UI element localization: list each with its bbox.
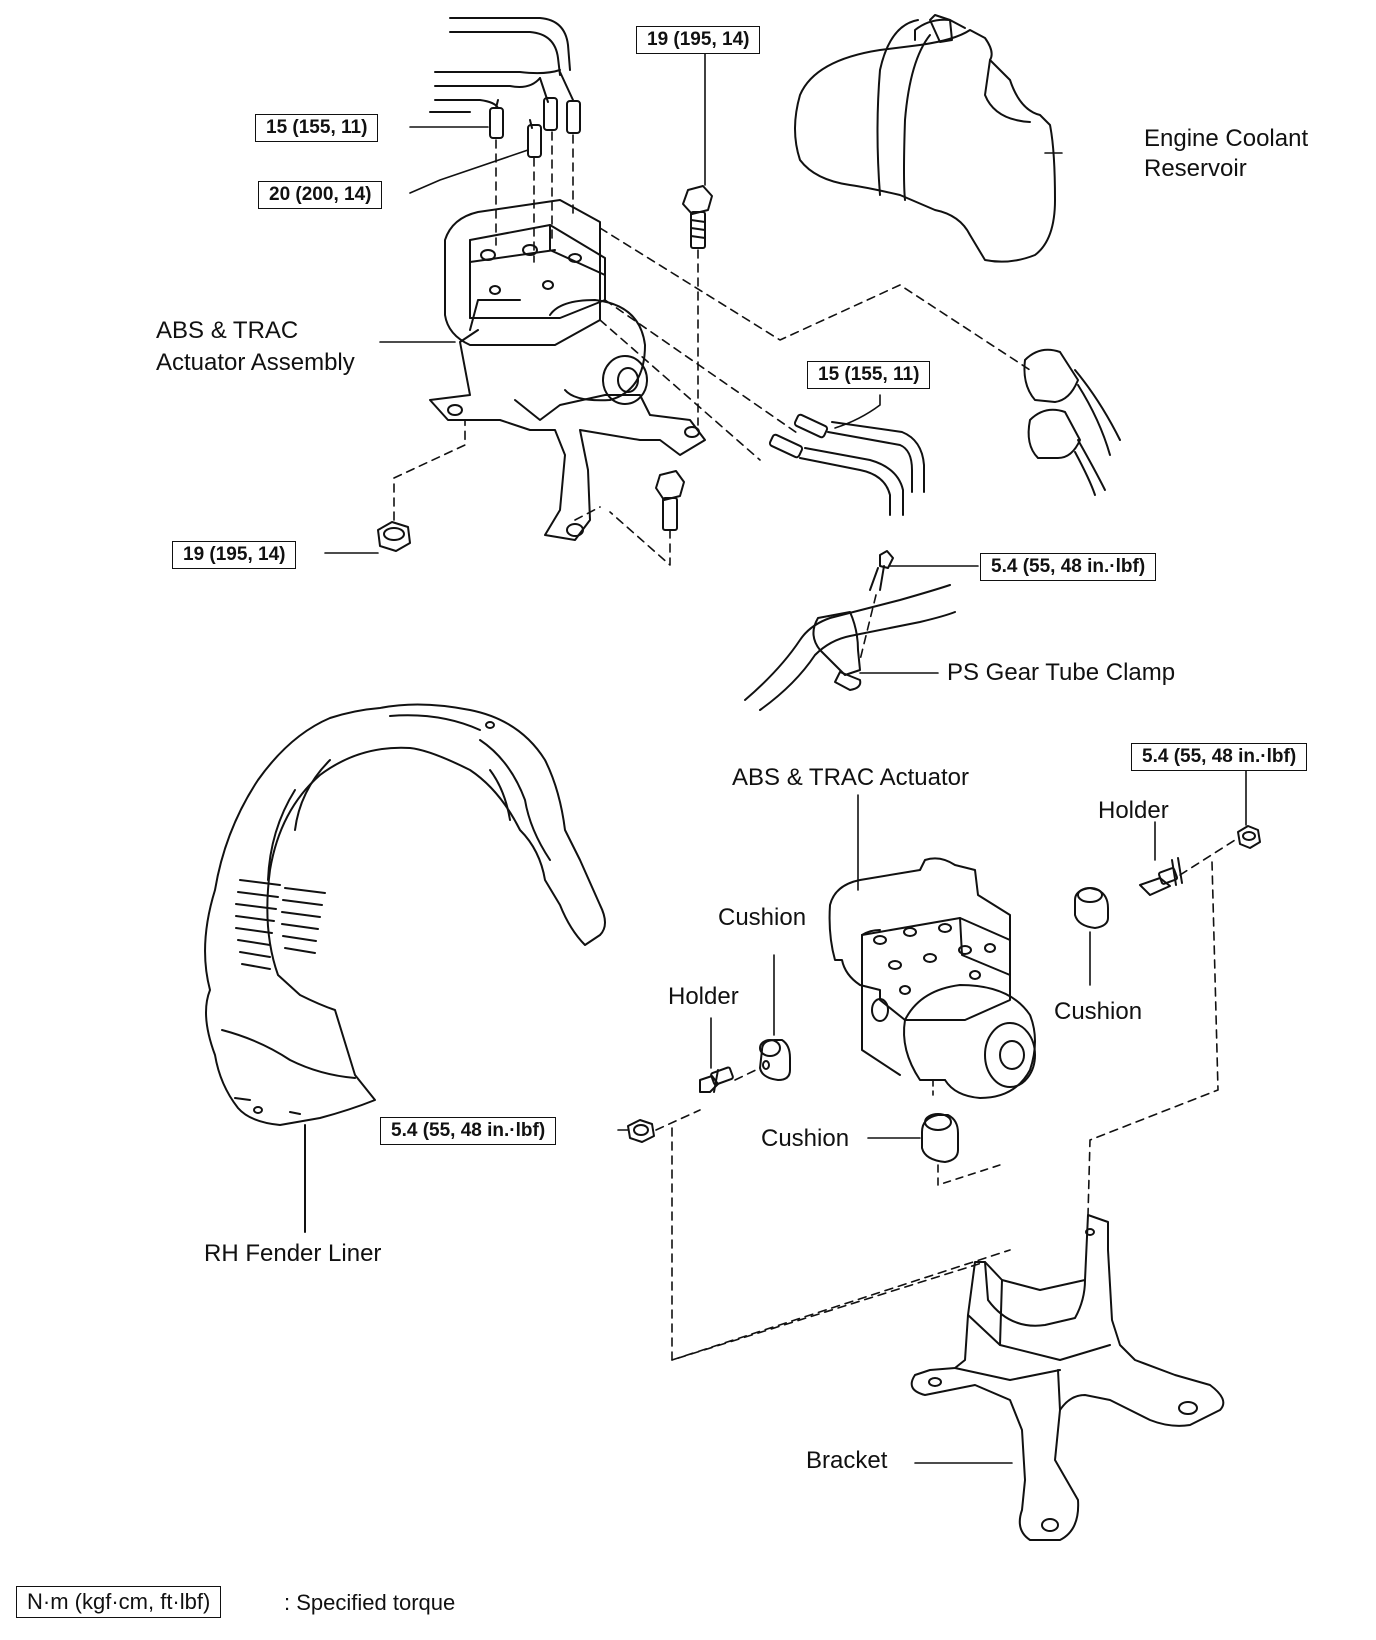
label-holder-right: Holder — [1098, 797, 1169, 824]
cushion-bottom-drawing — [921, 1113, 1001, 1186]
abs-trac-actuator-assembly-drawing — [429, 199, 706, 541]
ps-gear-tube-clamp-drawing — [744, 550, 956, 711]
torque-label-clamp-bolt: 5.4 (55, 48 in.·lbf) — [980, 553, 1157, 581]
torque-label-bolt-top: 19 (195, 14) — [636, 26, 761, 54]
flare-nuts-top — [489, 97, 581, 158]
label-abs-trac-actuator-assembly-line2: Actuator Assembly — [156, 349, 355, 376]
label-rh-fender-liner: RH Fender Liner — [204, 1240, 382, 1267]
label-holder-left: Holder — [668, 983, 739, 1010]
torque-label-flare-nut-1: 15 (155, 11) — [255, 114, 379, 142]
bolt-lower — [655, 470, 685, 531]
cushion-right-drawing — [1074, 887, 1109, 929]
brake-tubes-top — [429, 17, 574, 129]
rh-fender-liner-drawing — [204, 703, 606, 1233]
nut-left — [377, 521, 411, 552]
holder-right-drawing — [1139, 857, 1183, 896]
label-cushion-right: Cushion — [1054, 998, 1143, 1025]
brake-tubes-right — [768, 413, 925, 516]
bracket-drawing — [910, 1214, 1225, 1541]
wire-connectors — [1023, 348, 1121, 496]
torque-label-flare-nut-2: 20 (200, 14) — [258, 181, 383, 209]
torque-label-nut-left: 19 (195, 14) — [172, 541, 297, 569]
nut-right-drawing — [1237, 825, 1261, 849]
label-engine-coolant-reservoir-line2: Reservoir — [1144, 155, 1247, 182]
cushion-top-drawing — [759, 1039, 791, 1081]
label-abs-trac-actuator: ABS & TRAC Actuator — [732, 764, 969, 791]
leader-lines — [324, 49, 1247, 1464]
abs-trac-actuator-drawing — [828, 857, 1036, 1099]
torque-label-flare-nut-right: 15 (155, 11) — [807, 361, 931, 389]
holder-left-drawing — [699, 1066, 734, 1093]
engine-coolant-reservoir-drawing — [794, 14, 1056, 263]
label-cushion-top: Cushion — [718, 904, 807, 931]
label-bracket: Bracket — [806, 1447, 888, 1474]
label-cushion-bottom: Cushion — [761, 1125, 850, 1152]
label-abs-trac-actuator-assembly-line1: ABS & TRAC — [156, 317, 299, 344]
nut-lower-left-drawing — [627, 1119, 655, 1143]
label-ps-gear-tube-clamp: PS Gear Tube Clamp — [947, 659, 1176, 686]
label-engine-coolant-reservoir-line1: Engine Coolant — [1144, 125, 1309, 152]
legend-unit-box: N·m (kgf·cm, ft·lbf) — [16, 1586, 222, 1618]
legend-description: : Specified torque — [284, 1590, 456, 1615]
torque-label-nut-lower-left: 5.4 (55, 48 in.·lbf) — [380, 1117, 557, 1145]
bolt-top-center — [682, 185, 713, 249]
torque-label-nut-right: 5.4 (55, 48 in.·lbf) — [1131, 743, 1308, 771]
